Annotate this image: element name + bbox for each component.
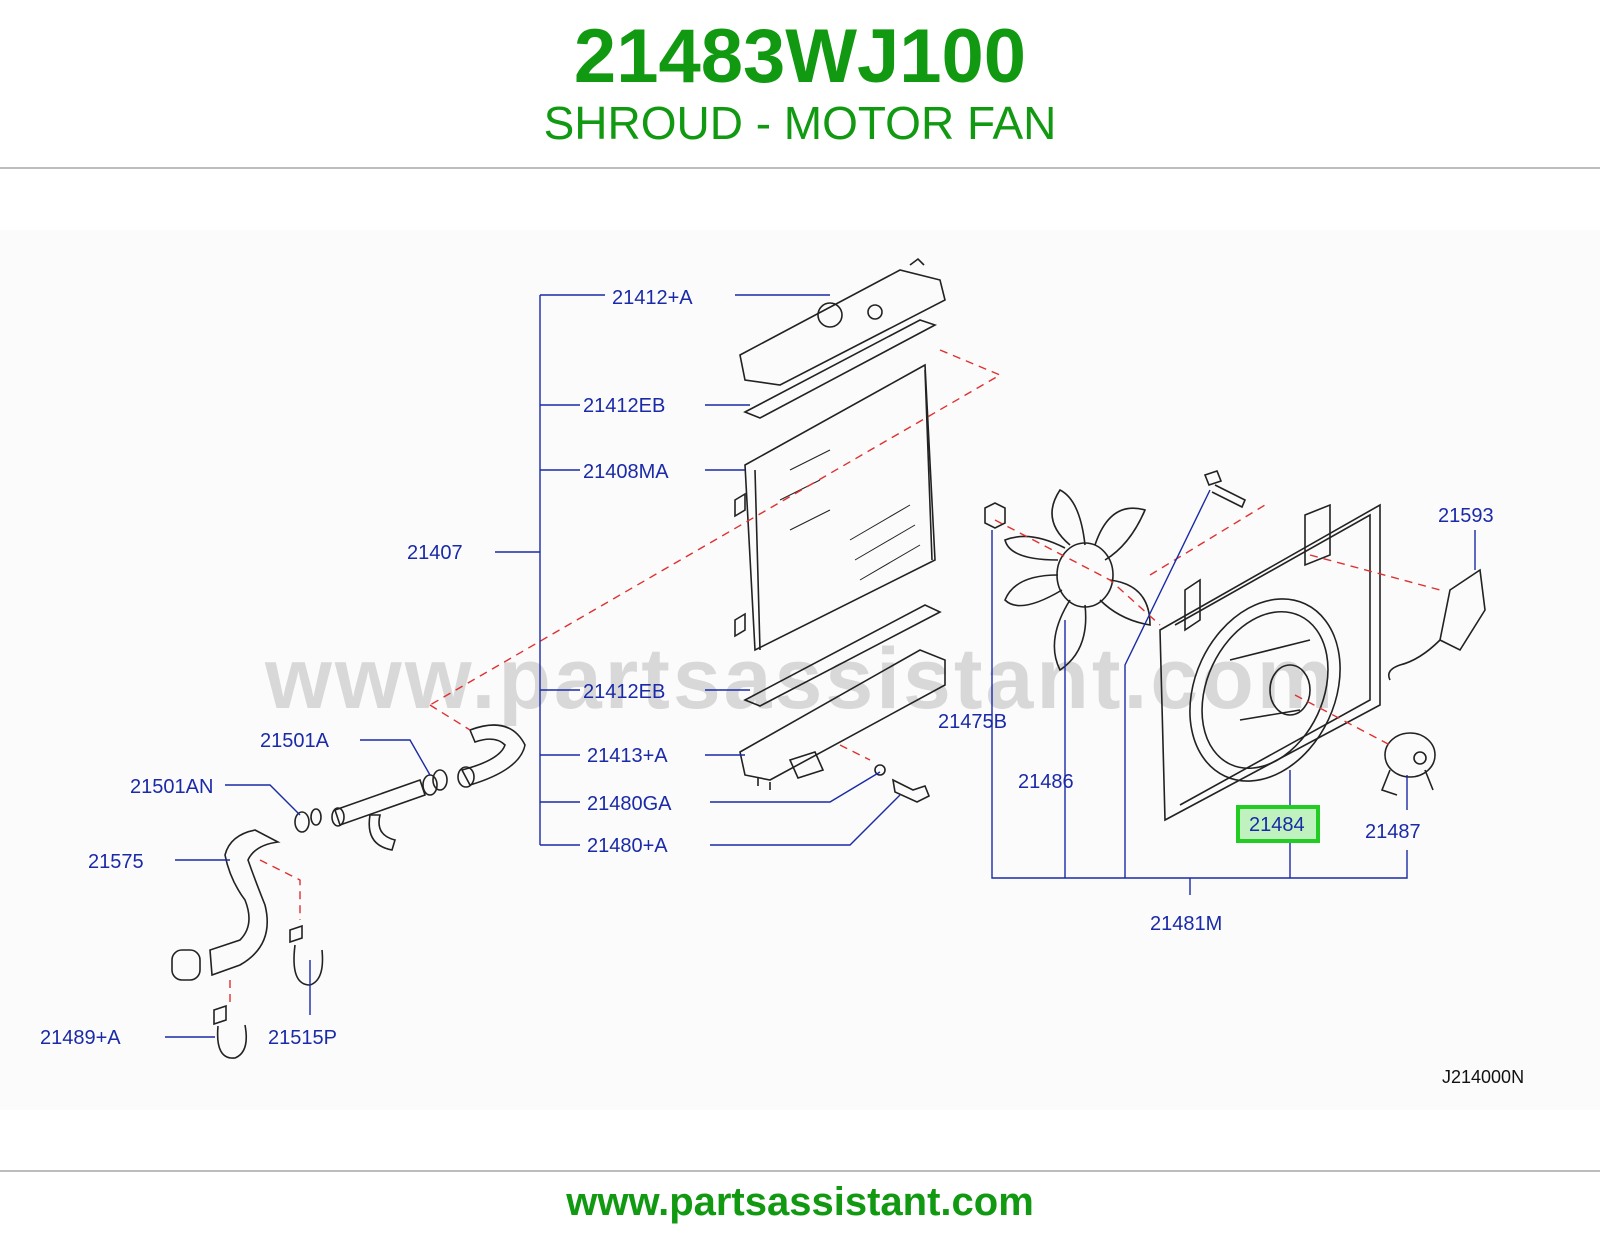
highlight-21484 xyxy=(1236,805,1320,843)
callout-21408MA[interactable]: 21408MA xyxy=(583,461,669,483)
clamp-21501AN-b xyxy=(310,808,322,826)
header-divider xyxy=(0,167,1600,169)
callout-21407[interactable]: 21407 xyxy=(407,542,463,564)
clip-21515P xyxy=(289,924,324,986)
footer-url-link[interactable]: www.partsassistant.com xyxy=(566,1180,1034,1224)
leader-bolt xyxy=(1124,489,1211,878)
fan-21486 xyxy=(1004,488,1151,672)
radiator-bottom-tank xyxy=(739,649,946,781)
footer-divider xyxy=(0,1170,1600,1172)
water-pipe-branch xyxy=(368,814,397,851)
leader-21501AN xyxy=(225,784,301,816)
radiator-core-sides xyxy=(754,369,933,651)
callout-21487[interactable]: 21487 xyxy=(1365,821,1421,843)
lower-hose-end xyxy=(171,949,201,981)
callout-21412EB-bottom[interactable]: 21412EB xyxy=(583,681,665,703)
water-pipe-end xyxy=(331,807,345,827)
radiator-cap xyxy=(817,302,843,328)
guide-hose-connect xyxy=(429,704,471,731)
drain-plug xyxy=(891,778,931,803)
part-number-title: 21483WJ100 xyxy=(573,14,1027,99)
callout-21412EB-top[interactable]: 21412EB xyxy=(583,395,665,417)
radiator-core xyxy=(744,363,936,652)
bottom-tank-legs xyxy=(757,778,771,790)
leader-21501A xyxy=(360,739,431,776)
guide-clip-21515P xyxy=(259,859,301,920)
clamp-21501A xyxy=(422,774,438,796)
shroud-21484 xyxy=(1159,503,1381,822)
callout-21593[interactable]: 21593 xyxy=(1438,505,1494,527)
callout-21475B[interactable]: 21475B xyxy=(938,711,1007,733)
line-art xyxy=(171,257,1486,1059)
radiator-top-tank xyxy=(739,269,946,386)
guide-bolt xyxy=(1149,504,1266,576)
callout-21480GA[interactable]: 21480GA xyxy=(587,793,672,815)
radiator-fins xyxy=(779,449,921,581)
leader-21480A xyxy=(540,794,901,846)
radiator-brackets xyxy=(734,492,746,638)
callout-21489A[interactable]: 21489+A xyxy=(40,1027,121,1049)
callout-21501AN[interactable]: 21501AN xyxy=(130,776,213,798)
callout-21480A[interactable]: 21480+A xyxy=(587,835,668,857)
callout-21515P[interactable]: 21515P xyxy=(268,1027,337,1049)
page-header: 21483WJ100 SHROUD - MOTOR FAN xyxy=(0,0,1600,168)
guide-motor xyxy=(1294,694,1391,746)
water-pipe xyxy=(333,778,427,827)
guide-resistor xyxy=(1309,554,1441,591)
watermark: www.partsassistant.com xyxy=(265,631,1337,727)
callout-21486[interactable]: 21486 xyxy=(1018,771,1074,793)
callout-21481M[interactable]: 21481M xyxy=(1150,913,1222,935)
resistor-21593 xyxy=(1387,568,1486,681)
part-name-subtitle: SHROUD - MOTOR FAN xyxy=(543,97,1057,149)
motor-21487 xyxy=(1380,732,1436,796)
clamp-21501AN xyxy=(294,811,310,833)
bottom-tank-outlet xyxy=(788,751,825,779)
callout-21412A[interactable]: 21412+A xyxy=(612,287,693,309)
upper-hose-end xyxy=(457,766,475,788)
nut-21475B xyxy=(984,502,1006,529)
top-seal xyxy=(743,319,938,419)
drain-o-ring xyxy=(874,764,886,776)
leader-21481M-bracket xyxy=(991,530,1408,879)
callout-21575[interactable]: 21575 xyxy=(88,851,144,873)
top-tank-fitting xyxy=(867,304,883,320)
top-tank-tab xyxy=(909,257,925,266)
callout-21413A[interactable]: 21413+A xyxy=(587,745,668,767)
bottom-seal xyxy=(743,604,942,707)
clamp-21501A-b xyxy=(432,769,448,791)
guide-lines xyxy=(229,349,1441,1005)
clip-21489A xyxy=(213,1004,248,1059)
guide-drain xyxy=(839,744,871,761)
upper-hose xyxy=(460,724,526,786)
lower-hose xyxy=(209,829,281,977)
leader-lines xyxy=(165,294,1476,1038)
diagram-code: J214000N xyxy=(1442,1067,1524,1087)
bolt xyxy=(1203,470,1247,509)
diagram-background xyxy=(0,230,1600,1110)
callout-21501A[interactable]: 21501A xyxy=(260,730,330,752)
guide-fan xyxy=(994,519,1161,626)
guide-radiator-hose xyxy=(429,349,1002,706)
callout-21484[interactable]: 21484 xyxy=(1249,814,1305,836)
leader-21480GA xyxy=(540,771,881,803)
